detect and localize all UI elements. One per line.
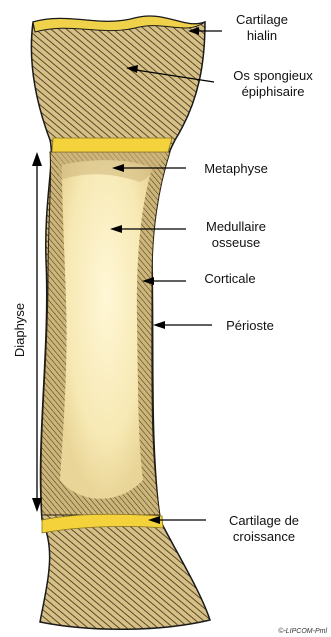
arrow-perioste: [153, 321, 212, 329]
medullaire-label-2: osseuse: [212, 235, 260, 250]
os-spongieux-label-1: Os spongieux: [233, 68, 313, 83]
cartilage-hyalin-label-1: Cartilage: [236, 12, 288, 27]
os-spongieux-label-2: épiphisaire: [242, 84, 305, 99]
diaphyse-label: Diaphyse: [12, 303, 27, 357]
cartilage-hyalin-label-2: hialin: [247, 28, 277, 43]
credit-text: ©-LIPCOM-Pml: [278, 627, 327, 635]
cartilage-croissance-label-2: croissance: [233, 529, 295, 544]
medullaire-label-1: Medullaire: [206, 219, 266, 234]
metaphyse-label: Metaphyse: [204, 161, 268, 176]
upper-growth-plate: [52, 138, 172, 152]
corticale-label: Corticale: [204, 271, 255, 286]
arrow-cartilage-croissance: [148, 516, 206, 524]
perioste-label: Périoste: [226, 318, 274, 333]
cartilage-croissance-label-1: Cartilage de: [229, 513, 299, 528]
